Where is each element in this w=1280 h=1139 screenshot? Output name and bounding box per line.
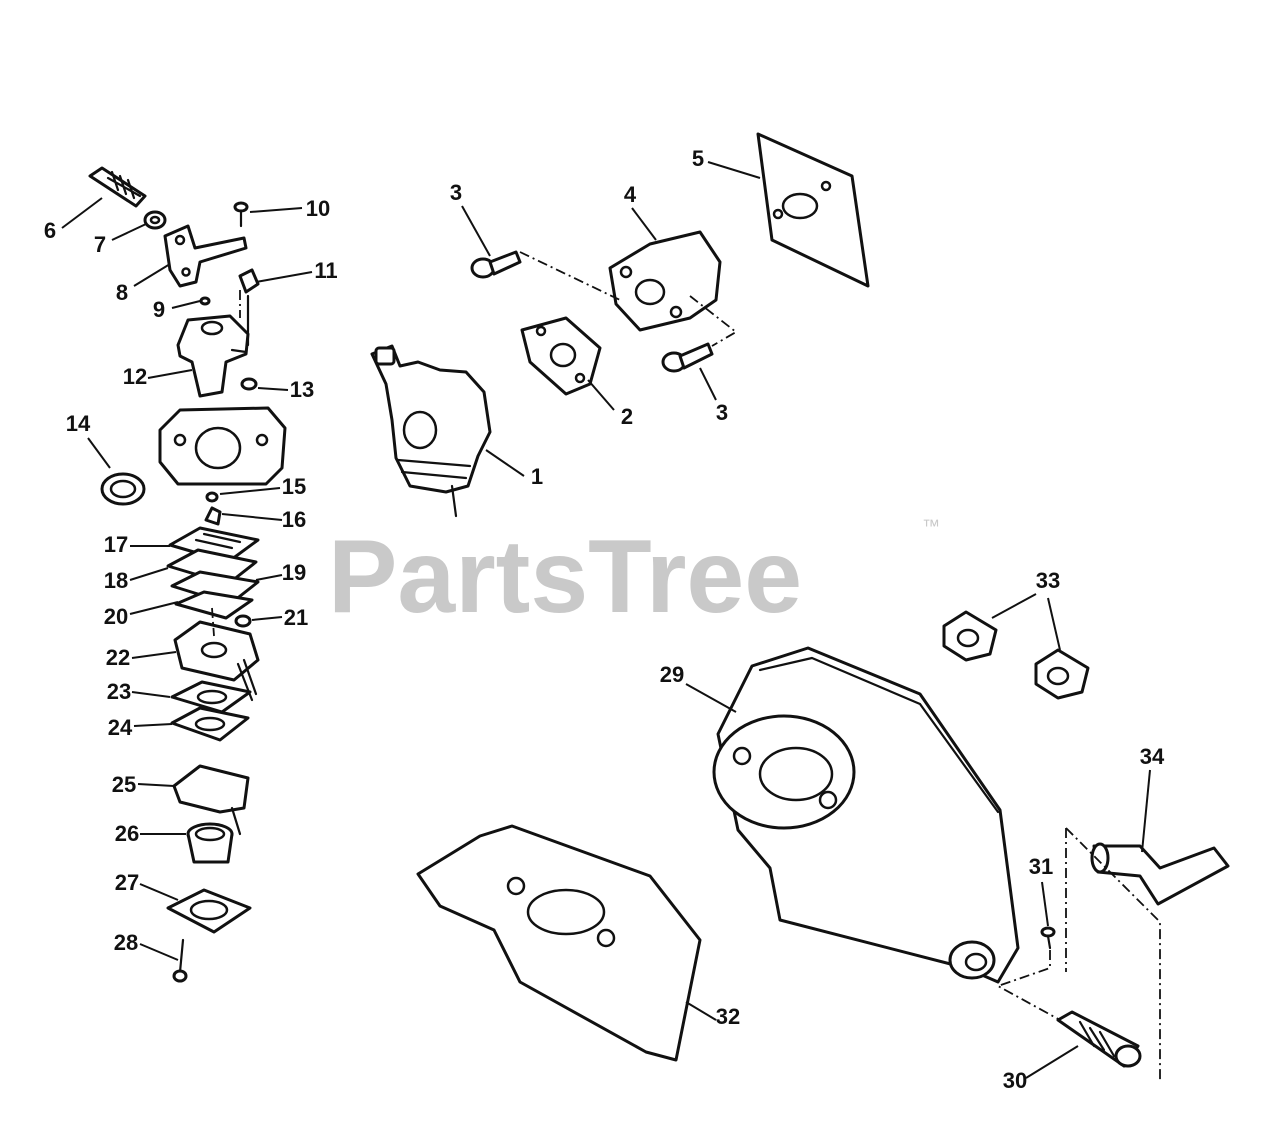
assembly-lines [211,251,1161,1080]
callout-26[interactable]: 26 [115,821,139,846]
callout-21[interactable]: 21 [284,605,308,630]
part-10-screw[interactable] [233,201,249,228]
callout-8[interactable]: 8 [116,280,128,305]
callout-31[interactable]: 31 [1029,854,1053,879]
callout-15[interactable]: 15 [282,474,306,499]
part-16-valve[interactable] [204,506,222,526]
part-30-spark-arrestor[interactable] [1056,1010,1142,1068]
callout-24[interactable]: 24 [108,715,133,740]
part-12-throttle-body[interactable] [176,294,250,398]
part-33-nut-right[interactable] [1034,648,1090,700]
part-24-diaphragm[interactable] [170,706,250,742]
callout-22[interactable]: 22 [106,645,130,670]
carburetor-body-part[interactable] [158,406,287,486]
part-5-gasket[interactable] [756,132,870,288]
callout-13[interactable]: 13 [290,377,314,402]
part-25-cover[interactable] [172,764,250,836]
part-6-adjusting-screw[interactable] [88,166,147,208]
part-22-pump-body[interactable] [173,620,260,702]
part-1-carburetor-assembly[interactable] [370,344,492,518]
part-32-heat-shield[interactable] [416,824,702,1062]
callout-34[interactable]: 34 [1140,744,1165,769]
part-27-flange[interactable] [166,888,252,934]
part-13-washer[interactable] [240,377,258,391]
leader-lines [61,161,1151,1079]
part-23-gasket[interactable] [170,680,252,714]
trademark-symbol: ™ [922,516,940,536]
part-7-nut[interactable] [143,210,167,230]
callout-19[interactable]: 19 [282,560,306,585]
callout-7[interactable]: 7 [94,232,106,257]
callout-18[interactable]: 18 [104,568,128,593]
callout-9[interactable]: 9 [153,297,165,322]
part-15-ball[interactable] [205,491,219,503]
part-21-washer[interactable] [234,614,252,628]
callout-6[interactable]: 6 [44,218,56,243]
callout-27[interactable]: 27 [115,870,139,895]
callout-29[interactable]: 29 [660,662,684,687]
callout-28[interactable]: 28 [114,930,138,955]
callout-2[interactable]: 2 [621,404,633,429]
callout-3-upper[interactable]: 3 [450,180,462,205]
part-33-nut-left[interactable] [942,610,998,662]
part-8-bracket[interactable] [163,224,248,288]
callout-12[interactable]: 12 [123,364,147,389]
callout-23[interactable]: 23 [107,679,131,704]
part-29-muffler[interactable] [712,646,1020,984]
callout-17[interactable]: 17 [104,532,128,557]
callout-5[interactable]: 5 [692,146,704,171]
part-20-gasket[interactable] [174,590,254,620]
callout-32[interactable]: 32 [716,1004,740,1029]
part-3-screw-upper[interactable] [470,250,522,279]
part-14-seal[interactable] [100,472,146,506]
callout-20[interactable]: 20 [104,604,128,629]
callout-10[interactable]: 10 [306,196,330,221]
callout-33[interactable]: 33 [1036,568,1060,593]
callout-25[interactable]: 25 [112,772,136,797]
part-2-gasket[interactable] [520,316,602,396]
callout-14[interactable]: 14 [66,411,91,436]
part-28-screw[interactable] [172,938,188,983]
part-31-screw[interactable] [1040,926,1056,950]
parts-tree-watermark: PartsTree [328,519,802,635]
callout-labels: 6 7 8 9 10 11 12 13 14 15 16 17 18 19 20… [44,146,1165,1093]
part-26-cup[interactable] [186,822,234,864]
part-3-screw-lower[interactable] [661,342,714,373]
callout-3-lower[interactable]: 3 [716,400,728,425]
part-9-pin[interactable] [199,296,211,306]
callout-1[interactable]: 1 [531,464,543,489]
callout-11[interactable]: 11 [314,258,337,283]
callout-30[interactable]: 30 [1003,1068,1027,1093]
part-11-knob[interactable] [238,268,260,294]
callout-16[interactable]: 16 [282,507,306,532]
callout-4[interactable]: 4 [624,182,637,207]
part-4-intake-spacer[interactable] [608,230,722,332]
